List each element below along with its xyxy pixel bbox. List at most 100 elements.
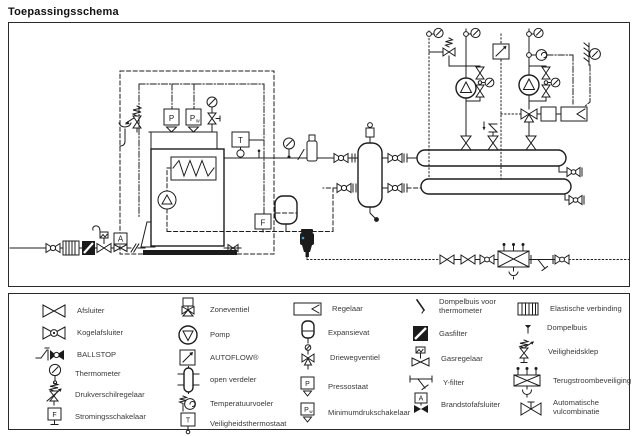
sensor-pocket-icon bbox=[306, 134, 318, 162]
shutoff-valve-icon bbox=[39, 300, 69, 322]
expansion-vessel-icon bbox=[294, 320, 320, 346]
shutoff-valve-icon bbox=[439, 254, 455, 265]
gas-line: A bbox=[9, 225, 146, 256]
legend-label: Gasregelaar bbox=[441, 353, 483, 363]
three-way-valve-icon bbox=[520, 108, 542, 123]
drain-ball-valve-icon bbox=[566, 166, 583, 178]
legend-label: BALLSTOP bbox=[77, 349, 117, 359]
discharge-funnel-icon bbox=[118, 122, 132, 147]
legend-label: Pomp bbox=[210, 329, 230, 339]
legend-item: Pomp bbox=[174, 324, 230, 346]
svg-text:T: T bbox=[238, 136, 243, 145]
pressure-diff-regulator-icon bbox=[41, 382, 67, 408]
legend-label: Pressostaat bbox=[328, 381, 369, 391]
svg-text:T: T bbox=[186, 418, 191, 425]
legend-item: Afsluiter bbox=[39, 300, 104, 322]
legend-item: Gasfilter bbox=[409, 324, 467, 344]
legend-label: Automatische vulcombinatie bbox=[553, 398, 600, 416]
pressostat-box: P bbox=[163, 108, 180, 133]
legend-item: Dompelbuis voor thermometer bbox=[409, 297, 523, 317]
svg-text:P: P bbox=[169, 114, 174, 123]
legend-label: Brandstofafsluiter bbox=[441, 399, 501, 409]
return-risers bbox=[428, 30, 522, 180]
ballstop-icon bbox=[35, 344, 64, 366]
legend-item: Zoneventiel bbox=[174, 297, 249, 324]
three-way-valve-icon bbox=[294, 344, 322, 372]
auto-fill-combination-icon bbox=[517, 398, 545, 418]
legend-item: Temperatuurvoeler bbox=[174, 393, 273, 415]
flow-switch-icon: F bbox=[41, 406, 67, 428]
gas-filter-icon bbox=[413, 326, 428, 341]
safety-thermostat-box: T bbox=[231, 131, 264, 158]
application-schematic: A bbox=[9, 27, 629, 280]
legend-label: Dompelbuis bbox=[547, 322, 588, 332]
supply-line: T bbox=[223, 131, 359, 164]
legend-item: Gasregelaar bbox=[407, 346, 483, 372]
legend-item: Veiligheidsklep bbox=[512, 338, 598, 366]
legend-label: Veiligheidsthermostaat bbox=[210, 418, 287, 428]
legend-item: open verdeler bbox=[174, 366, 256, 394]
legend-item: Elastische verbinding bbox=[514, 300, 622, 318]
ball-valve-icon bbox=[387, 152, 418, 164]
legend-label: open verdeler bbox=[210, 374, 257, 384]
ball-valve-icon bbox=[39, 322, 69, 344]
shutoff-valve-icon bbox=[460, 254, 476, 265]
legend-item: BALLSTOP bbox=[35, 344, 116, 366]
pump-icon bbox=[518, 74, 540, 96]
legend-item: F Stromingsschakelaar bbox=[41, 406, 146, 428]
outdoor-sensor-icon bbox=[583, 42, 601, 108]
legend-item: P Pressostaat bbox=[294, 376, 368, 398]
boiler-unit-boundary bbox=[119, 70, 275, 255]
safety-thermostat-icon: T bbox=[174, 412, 202, 436]
svg-text:A: A bbox=[118, 235, 124, 244]
schematic-panel: A bbox=[8, 22, 630, 287]
ball-valve-icon bbox=[45, 242, 61, 254]
svg-text:P: P bbox=[190, 114, 195, 123]
legend-item: Expansievat bbox=[294, 320, 369, 346]
autoflow-icon bbox=[174, 348, 202, 368]
fill-water-line bbox=[306, 243, 629, 280]
gas-filter-icon bbox=[82, 241, 95, 255]
legend-label: Temperatuurvoeler bbox=[210, 398, 274, 408]
vent-valve-icon bbox=[207, 112, 221, 133]
legend-item: Kogelafsluiter bbox=[39, 322, 123, 344]
legend-item: Thermometer bbox=[43, 362, 121, 386]
temperature-sensor-icon bbox=[174, 393, 202, 415]
legend-label: Driewegventiel bbox=[330, 352, 380, 362]
expansion-vessel bbox=[274, 195, 298, 232]
ball-valve-icon bbox=[333, 152, 356, 164]
riser-thermometer-icon bbox=[526, 27, 544, 39]
thermometer-icon bbox=[43, 362, 67, 386]
pump-icon bbox=[174, 324, 202, 346]
supply-manifold bbox=[416, 149, 583, 178]
legend-label: Regelaar bbox=[332, 303, 363, 313]
svg-text:A: A bbox=[419, 396, 424, 403]
legend-label: AUTOFLOW® bbox=[210, 352, 259, 362]
boiler-pump-icon bbox=[157, 190, 177, 210]
legend-label: Thermometer bbox=[75, 368, 121, 378]
legend-label: Kogelafsluiter bbox=[77, 327, 124, 337]
gas-regulator-icon bbox=[92, 225, 112, 254]
ball-valve-icon bbox=[554, 254, 570, 265]
y-filter-icon bbox=[530, 255, 554, 272]
legend-label: Minimumdrukschakelaar bbox=[328, 407, 411, 417]
legend-label: Elastische verbinding bbox=[550, 303, 622, 313]
legend-label: Stromingsschakelaar bbox=[75, 411, 146, 421]
elastic-connection-icon bbox=[62, 240, 80, 256]
legend-label: Expansievat bbox=[328, 327, 370, 337]
thermometer-well-icon bbox=[297, 148, 305, 161]
return-manifold bbox=[420, 178, 585, 206]
fuel-shutoff-icon: A bbox=[414, 392, 428, 413]
riser-thermometer-icon bbox=[426, 27, 444, 39]
riser-thermometer-icon bbox=[463, 27, 481, 39]
pressostat-icon: P bbox=[294, 376, 320, 398]
boiler-base bbox=[143, 250, 237, 255]
legend-label: Zoneventiel bbox=[210, 305, 250, 315]
legend-item: T Veiligheidsthermostaat bbox=[174, 412, 286, 436]
legend-panel: Afsluiter Kogelafsluiter BALLSTOP Thermo… bbox=[8, 293, 631, 430]
legend-label: Veiligheidsklep bbox=[548, 346, 599, 356]
legend-label: Drukverschilregelaar bbox=[75, 389, 145, 399]
low-loss-header-icon bbox=[174, 366, 202, 394]
drain-cock-icon bbox=[482, 121, 499, 133]
